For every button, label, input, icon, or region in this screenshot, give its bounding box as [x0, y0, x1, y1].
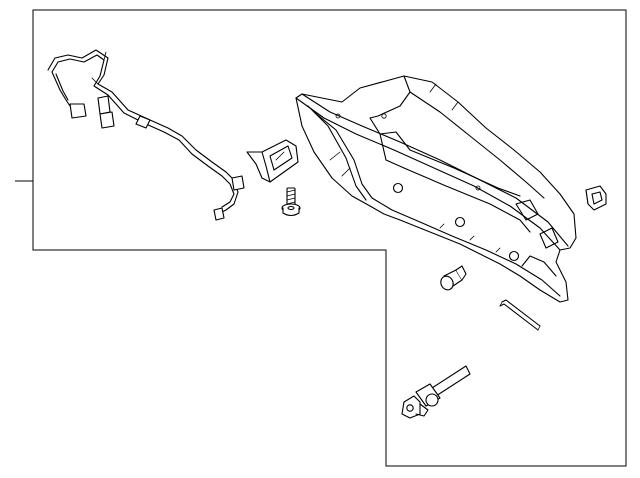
group-frame — [15, 9, 627, 467]
harness-icon — [47, 49, 245, 221]
damper-icon — [401, 365, 471, 419]
glove-box-icon — [295, 75, 577, 303]
bracket-icon — [246, 139, 299, 183]
clip-icon — [585, 185, 607, 211]
bumper-icon — [440, 265, 467, 291]
bolt-icon — [281, 187, 301, 217]
rod-icon — [499, 299, 541, 331]
